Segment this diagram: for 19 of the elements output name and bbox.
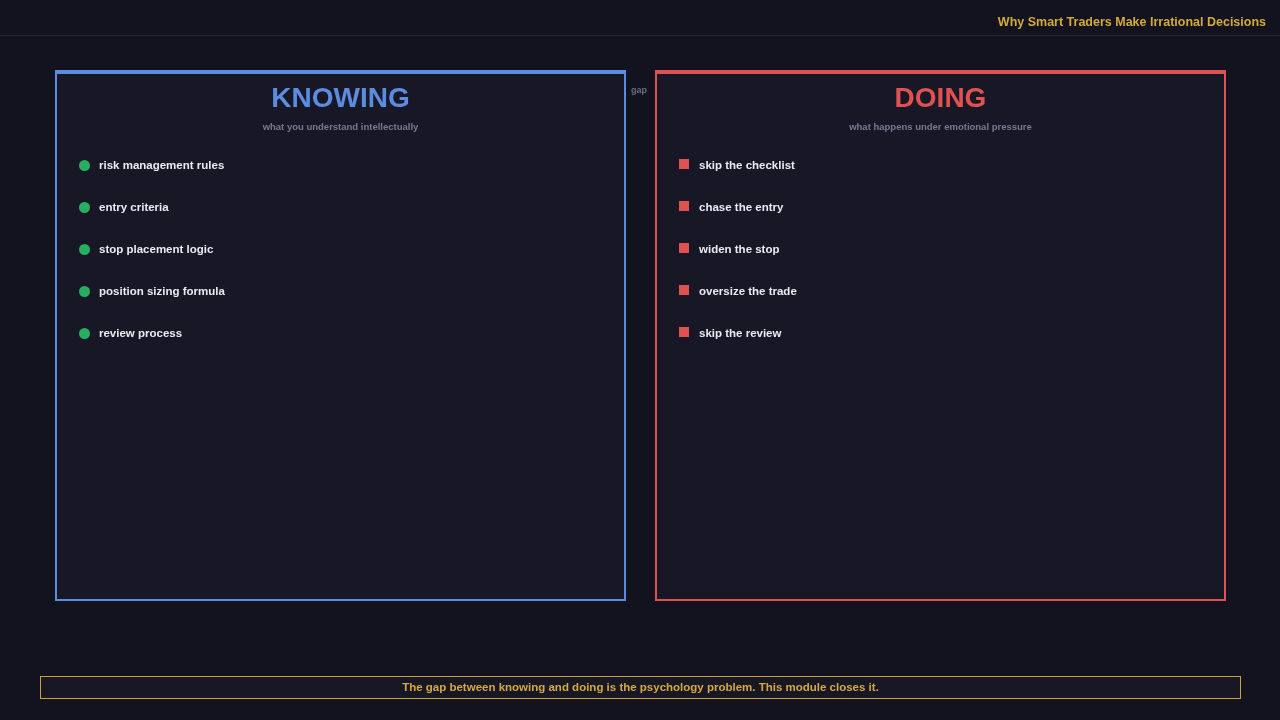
list-item-text: risk management rules [99, 158, 225, 173]
list-item-text: widen the stop [699, 242, 780, 257]
panel [655, 70, 1226, 601]
panel-heading: KNOWING [271, 82, 410, 114]
list-item-text: skip the checklist [699, 158, 795, 173]
list-item-text: chase the entry [699, 200, 784, 215]
panel-heading: DOING [894, 82, 987, 114]
list-item-text: skip the review [699, 326, 782, 341]
list-item-text: oversize the trade [699, 284, 797, 299]
list-item-text: entry criteria [99, 200, 169, 215]
panel-subtitle: what you understand intellectually [262, 121, 419, 133]
page-title: Why Smart Traders Make Irrational Decisions [997, 15, 1266, 30]
list-item-text: position sizing formula [99, 284, 225, 299]
message-banner: The gap between knowing and doing is the psychology problem. This module closes it. [40, 676, 1241, 699]
panel [55, 70, 626, 601]
panel-subtitle: what happens under emotional pressure [849, 121, 1032, 133]
list-item-text: stop placement logic [99, 242, 214, 257]
gap-label: gap [631, 84, 647, 96]
list-item-text: review process [99, 326, 183, 341]
